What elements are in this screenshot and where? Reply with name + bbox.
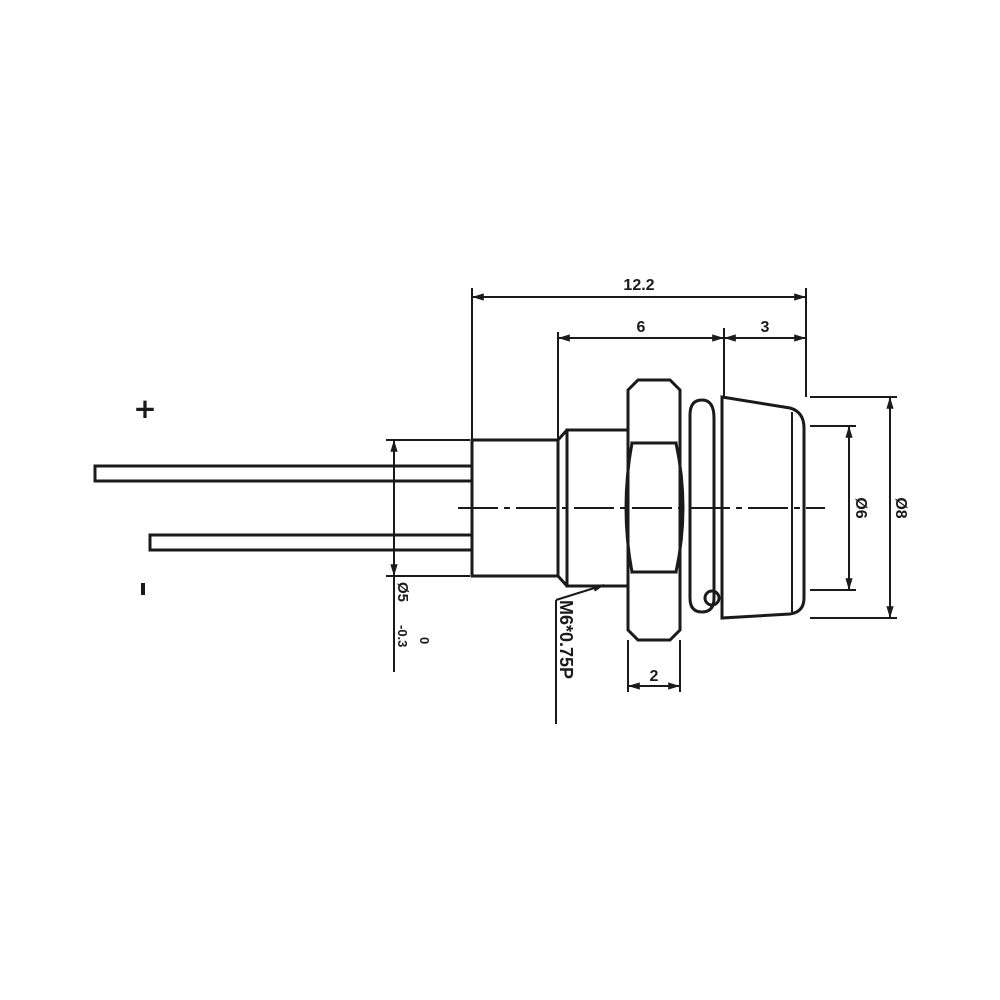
dim-overall-length bbox=[471, 288, 807, 440]
label-body-tol-lower: -0.3 bbox=[395, 625, 410, 647]
dim-body-diameter bbox=[386, 439, 470, 672]
label-overall-length: 12.2 bbox=[623, 277, 654, 294]
label-cap-inner-diameter: Ø6 bbox=[852, 497, 869, 518]
thread-leader bbox=[555, 584, 606, 724]
dim-nut-thickness bbox=[627, 640, 681, 692]
lead-positive bbox=[93, 464, 474, 483]
label-thread-spec: M6*0.75P bbox=[556, 600, 576, 679]
polarity-minus bbox=[141, 583, 145, 595]
label-nut-thickness: 2 bbox=[650, 668, 659, 685]
label-body-tol-upper: 0 bbox=[417, 637, 432, 644]
label-cap-outer-diameter: Ø8 bbox=[892, 497, 909, 518]
label-cap-length: 3 bbox=[761, 319, 770, 336]
front-cap bbox=[720, 395, 806, 620]
label-body-diameter: Ø5 bbox=[394, 582, 411, 602]
polarity-plus: + bbox=[133, 392, 156, 425]
lead-negative bbox=[148, 533, 474, 552]
lock-washer bbox=[688, 398, 721, 614]
dim-thread-length bbox=[557, 328, 725, 440]
label-thread-length: 6 bbox=[637, 319, 646, 336]
dim-cap-outer-diameter bbox=[810, 396, 897, 619]
hex-nut bbox=[624, 378, 685, 642]
dim-cap-inner-diameter bbox=[810, 425, 856, 591]
